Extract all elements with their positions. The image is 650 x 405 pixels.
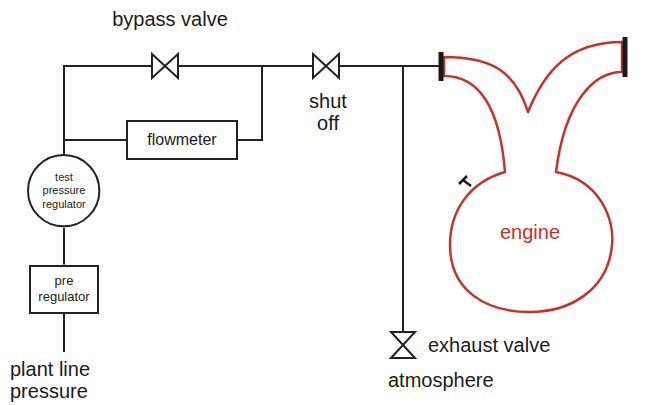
- outlet-flange: [623, 37, 628, 77]
- plant-supply-pipe: [63, 313, 65, 352]
- engine-outline: engine: [440, 36, 630, 316]
- engine-outline-drawing: [440, 36, 630, 316]
- regulator-circle: test pressure regulator: [27, 154, 100, 227]
- pipe-line: [64, 66, 440, 154]
- port-cap: [459, 176, 467, 184]
- node-text: pre regulator: [36, 273, 92, 304]
- shutoff-valve-symbol: [313, 54, 339, 78]
- valve-label: exhaust valve: [428, 334, 550, 356]
- regulator-circle-shape: [28, 155, 99, 226]
- flowmeter-box: flowmeter: [126, 120, 238, 159]
- node-text: flowmeter: [147, 130, 216, 149]
- inlet-flange: [439, 52, 444, 81]
- supply-label: plant line pressure: [10, 358, 122, 402]
- node-text: test pressure regulator: [38, 171, 90, 211]
- node-text: engine: [500, 220, 560, 244]
- exhaust-pipe: [402, 66, 404, 332]
- valve-label: shut off: [298, 90, 358, 134]
- port-stub: [463, 180, 471, 186]
- outlet-label: atmosphere: [388, 369, 494, 391]
- pipe-line: [64, 140, 126, 154]
- engine-outline: [444, 42, 622, 312]
- pre-regulator-box: pre regulator: [29, 265, 99, 314]
- bypass-valve-symbol: [152, 54, 178, 78]
- exhaust-valve-symbol: [391, 332, 415, 358]
- pipe-line: [63, 228, 65, 265]
- valve-label: bypass valve: [70, 8, 270, 30]
